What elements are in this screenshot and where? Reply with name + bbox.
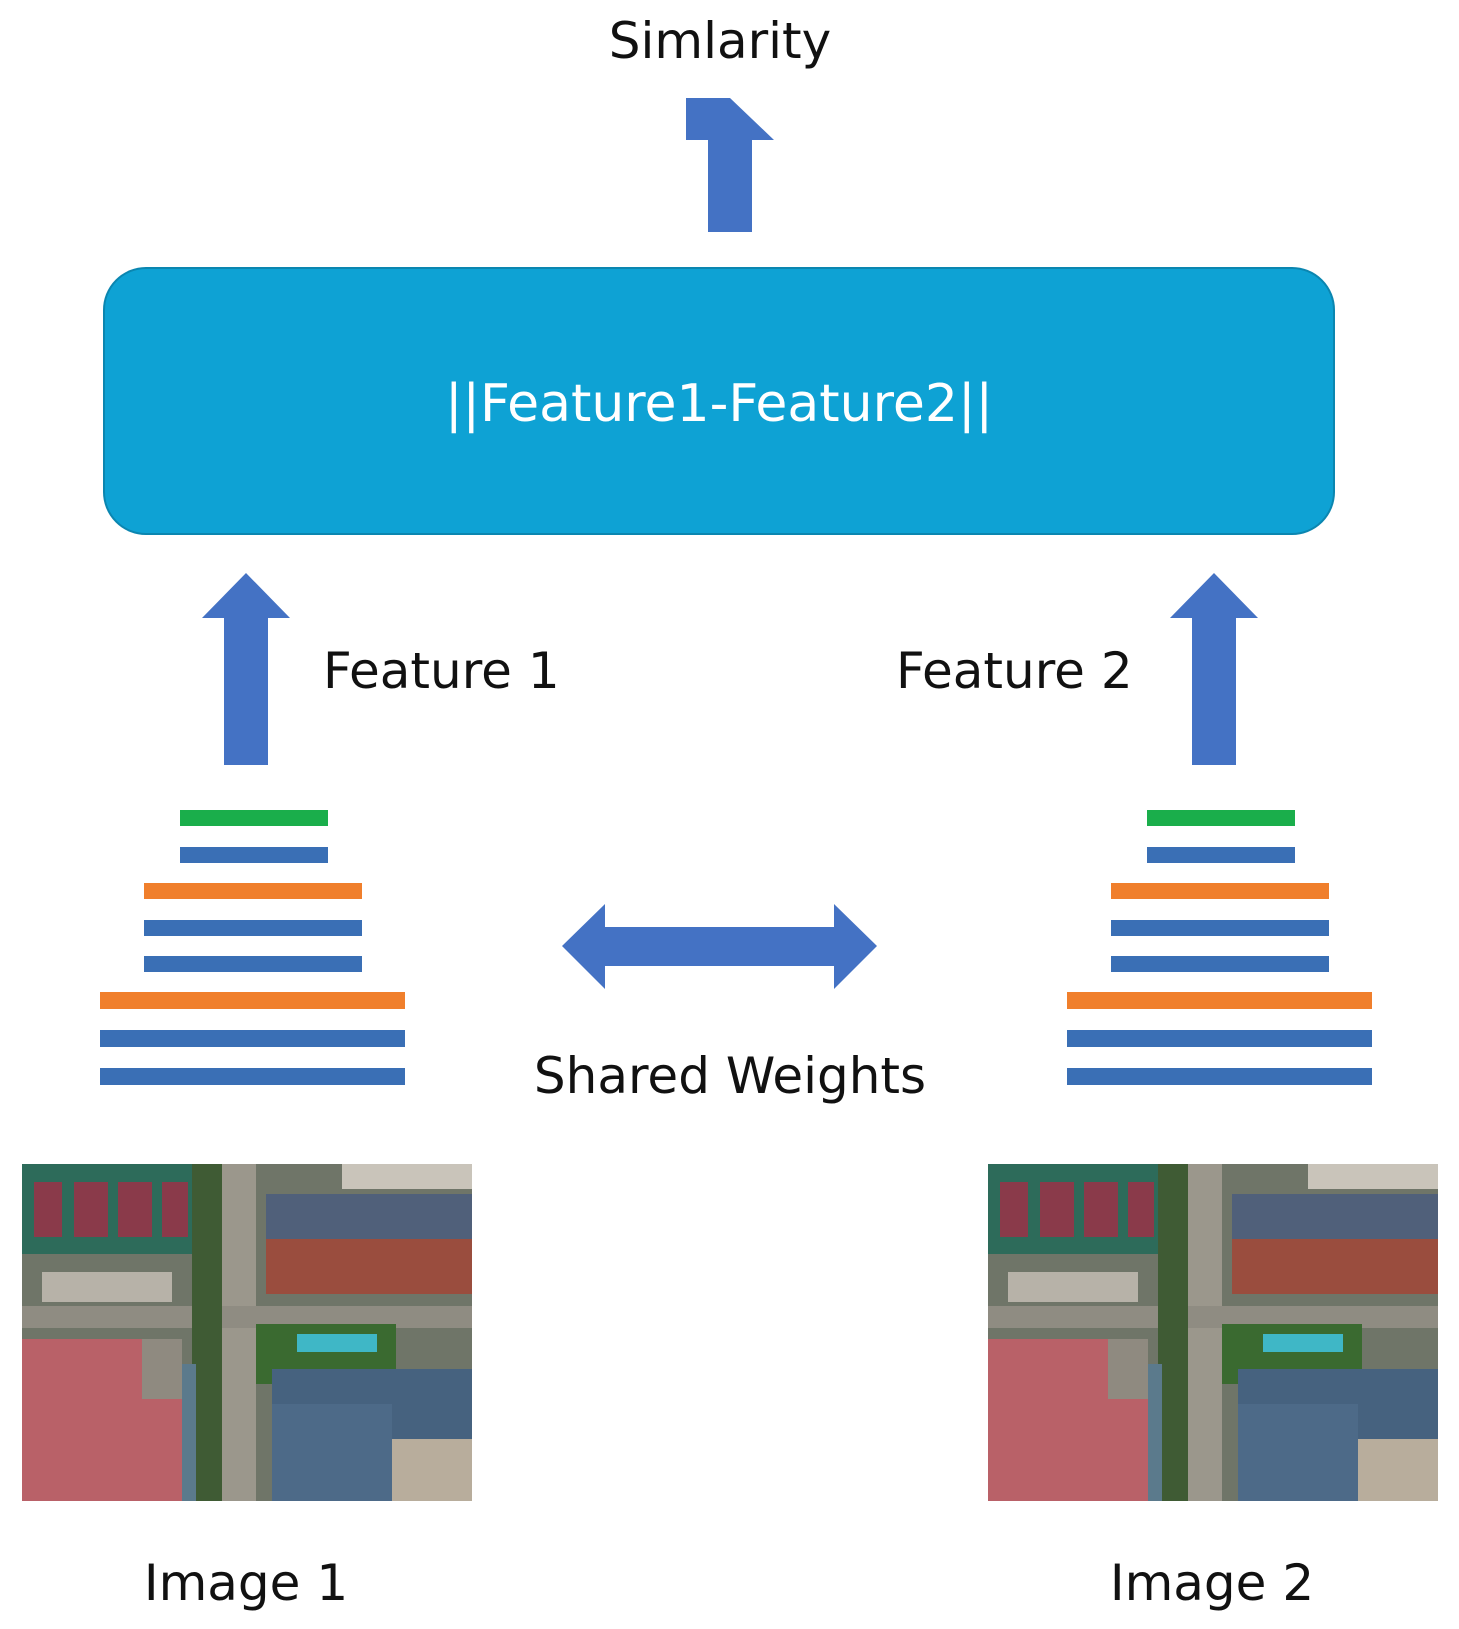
image-2-label: Image 2 [1110,1554,1314,1612]
shared-weights-arrow [562,904,877,989]
layer-orange [144,883,362,899]
layer-green [1147,810,1295,826]
layer-blue [1111,956,1329,972]
layer-blue [1111,920,1329,936]
distance-box [103,267,1335,535]
feature-1-arrow [202,573,290,765]
output-label: Simlarity [609,12,832,70]
network-right [1067,810,1372,1085]
layer-blue [1147,847,1295,863]
image-2 [988,1164,1438,1501]
layer-blue [144,956,362,972]
feature-2-arrow [1170,573,1258,765]
layer-blue [100,1030,405,1047]
layer-blue [1067,1068,1372,1085]
feature-2-label: Feature 2 [896,642,1133,700]
layer-orange [1111,883,1329,899]
image-1 [22,1164,472,1501]
layer-blue [144,920,362,936]
output-arrow [686,98,774,232]
layer-orange [1067,992,1372,1009]
shared-weights-label: Shared Weights [534,1047,926,1105]
layer-blue [100,1068,405,1085]
layer-green [180,810,328,826]
layer-orange [100,992,405,1009]
feature-1-label: Feature 1 [323,642,560,700]
layer-blue [180,847,328,863]
image-1-label: Image 1 [144,1554,348,1612]
distance-label: ||Feature1-Feature2|| [445,374,993,434]
network-left [100,810,405,1085]
layer-blue [1067,1030,1372,1047]
